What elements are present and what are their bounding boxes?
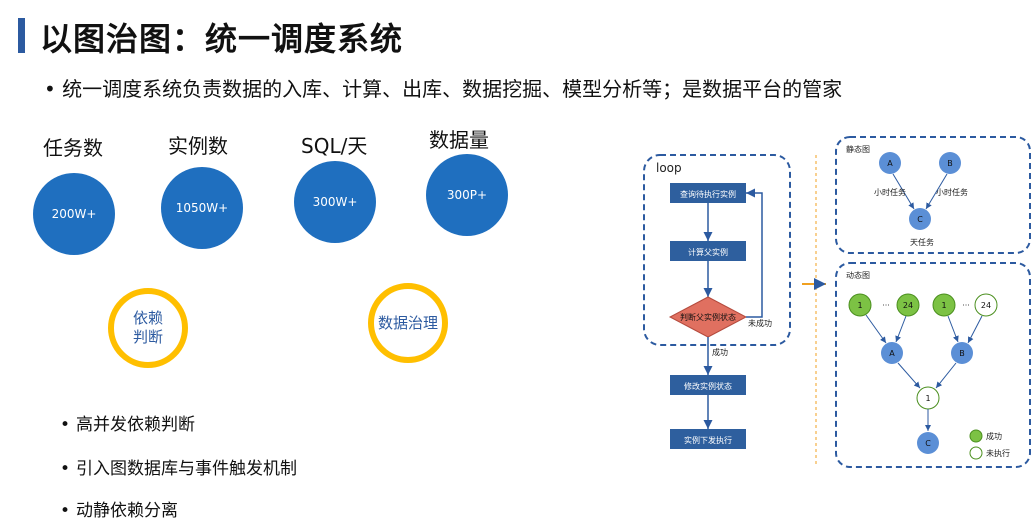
dyn-node-c bbox=[917, 432, 939, 454]
flow-decision-label: 判断父实例状态 bbox=[680, 312, 736, 322]
static-node-a-label: A bbox=[887, 159, 893, 168]
dyn-node-1-right-label: 1 bbox=[941, 301, 946, 310]
metric-label-sql: SQL/天 bbox=[301, 134, 368, 158]
dyn-ellipsis-right: ··· bbox=[962, 301, 970, 310]
static-node-b-label: B bbox=[947, 159, 953, 168]
dynamic-graph-panel bbox=[835, 262, 1031, 468]
legend-success-icon bbox=[969, 429, 983, 443]
metric-value-instances: 1050W+ bbox=[161, 167, 243, 249]
dyn-node-24-left bbox=[896, 293, 920, 317]
static-edge-b-label: 小时任务 bbox=[936, 187, 968, 197]
flow-step-dispatch-label: 实例下发执行 bbox=[684, 435, 732, 445]
static-edge bbox=[892, 173, 915, 210]
flow-step-query bbox=[670, 183, 746, 203]
legend-success-label: 成功 bbox=[986, 431, 1002, 441]
flow-loop-back bbox=[746, 188, 763, 318]
bullet-item: •动静依赖分离 bbox=[60, 501, 179, 521]
bullet-item: •高并发依赖判断 bbox=[60, 415, 196, 435]
static-graph-panel bbox=[835, 136, 1031, 254]
dyn-node-1-left-label: 1 bbox=[857, 301, 862, 310]
page-title: 以图治图：统一调度系统 bbox=[40, 20, 404, 58]
dyn-node-mid-label: 1 bbox=[925, 394, 930, 403]
flow-step-dispatch bbox=[670, 429, 746, 449]
metric-value-sql: 300W+ bbox=[294, 161, 376, 243]
dynamic-graph-title: 动态图 bbox=[846, 270, 870, 280]
metric-value-data: 300P+ bbox=[426, 154, 508, 236]
metric-value-tasks: 200W+ bbox=[33, 173, 115, 255]
dyn-node-1-right bbox=[932, 293, 956, 317]
static-edge-c-label: 天任务 bbox=[910, 237, 934, 247]
dyn-ellipsis-left: ··· bbox=[882, 301, 890, 310]
bullet-dot: • bbox=[60, 415, 71, 435]
dyn-edge bbox=[897, 362, 921, 389]
flow-step-update bbox=[670, 375, 746, 395]
dyn-node-a bbox=[881, 342, 903, 364]
static-node-c-label: C bbox=[917, 215, 923, 224]
flow-success-label: 成功 bbox=[712, 347, 728, 357]
static-node-c bbox=[909, 208, 931, 230]
dyn-node-1-left bbox=[848, 293, 872, 317]
static-edge-a-label: 小时任务 bbox=[874, 187, 906, 197]
legend-pending-label: 未执行 bbox=[986, 448, 1010, 458]
metric-label-data: 数据量 bbox=[429, 128, 489, 152]
dyn-node-b-label: B bbox=[959, 349, 965, 358]
legend-pending-icon bbox=[969, 446, 983, 460]
static-graph-title: 静态图 bbox=[846, 144, 870, 154]
static-node-b bbox=[939, 152, 961, 174]
dyn-node-24-right bbox=[974, 293, 998, 317]
dyn-node-24-right-label: 24 bbox=[981, 301, 991, 310]
bullet-dot: • bbox=[60, 501, 71, 521]
flow-fail-label: 未成功 bbox=[748, 318, 772, 328]
dyn-edge bbox=[967, 315, 983, 344]
dyn-node-c-label: C bbox=[925, 439, 931, 448]
dyn-edge bbox=[947, 315, 959, 343]
bullet-dot: • bbox=[60, 459, 71, 479]
flow-step-update-label: 修改实例状态 bbox=[684, 381, 732, 391]
flow-step-calc bbox=[670, 241, 746, 261]
static-node-a bbox=[879, 152, 901, 174]
dyn-node-a-label: A bbox=[889, 349, 895, 358]
feature-dependency: 依赖 判断 bbox=[108, 288, 188, 368]
dyn-edge bbox=[895, 315, 907, 343]
page-subtitle: • 统一调度系统负责数据的入库、计算、出库、数据挖掘、模型分析等；是数据平台的管… bbox=[44, 77, 843, 101]
dyn-node-24-left-label: 24 bbox=[903, 301, 913, 310]
loop-label: loop bbox=[656, 161, 682, 175]
scheduling-flow-diagram: loop 查询待执行实例 计算父实例 判断父实例状态 未成功 成功 修改实例状态… bbox=[643, 136, 1031, 468]
dyn-edge bbox=[935, 362, 957, 389]
dyn-node-b bbox=[951, 342, 973, 364]
title-accent-bar bbox=[18, 18, 25, 53]
metric-label-instances: 实例数 bbox=[168, 134, 228, 158]
flow-step-query-label: 查询待执行实例 bbox=[680, 189, 736, 199]
static-edge bbox=[925, 173, 948, 210]
dyn-edge bbox=[865, 314, 887, 344]
feature-data-governance: 数据治理 bbox=[368, 283, 448, 363]
flow-step-calc-label: 计算父实例 bbox=[688, 247, 728, 257]
metric-label-tasks: 任务数 bbox=[43, 136, 103, 160]
bullet-item: •引入图数据库与事件触发机制 bbox=[60, 459, 298, 479]
